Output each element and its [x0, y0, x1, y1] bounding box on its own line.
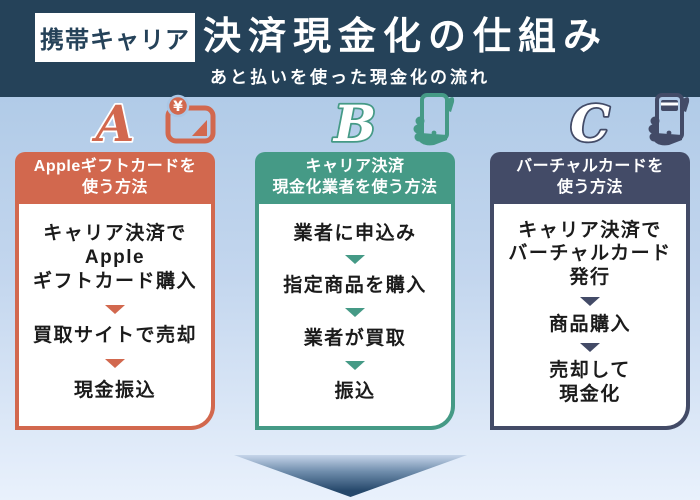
step-arrow-icon — [345, 308, 365, 318]
step-arrow-icon — [345, 255, 365, 265]
step-arrow-icon — [105, 304, 125, 314]
column-letter-a: A — [15, 92, 215, 156]
flow-step: キャリア決済でバーチャルカード発行 — [508, 219, 672, 289]
card-title-line: キャリア決済 — [305, 158, 405, 175]
column-top-row: C — [490, 92, 690, 155]
gift-card-icon: ¥ — [161, 93, 217, 152]
method-column-c: C バーチャルカードを使う方法キャリア決済でバーチャルカード発行商品購入売却して… — [490, 92, 690, 432]
flow-step: 買取サイトで売却 — [32, 325, 197, 347]
card-body: キャリア決済でバーチャルカード発行商品購入売却して現金化 — [490, 203, 690, 430]
header-banner: 携帯キャリア 決済現金化の仕組み あと払いを使った現金化の流れ — [0, 0, 700, 97]
card-title-line: Appleギフトカードを — [33, 158, 197, 175]
step-arrow-icon — [580, 343, 600, 353]
svg-text:B: B — [332, 94, 376, 151]
svg-text:¥: ¥ — [173, 99, 183, 115]
flow-step: 振込 — [334, 380, 376, 402]
hand-phone-card-icon — [642, 91, 692, 152]
hand-phone-icon — [407, 91, 457, 152]
svg-text:A: A — [92, 94, 135, 151]
flow-step: 商品購入 — [548, 313, 631, 335]
flow-step: 現金振込 — [73, 379, 156, 401]
svg-text:C: C — [570, 94, 610, 151]
card-title-line: 使う方法 — [556, 178, 623, 196]
flow-step: 指定商品を購入 — [283, 275, 427, 297]
card-title-line: バーチャルカードを — [516, 158, 664, 175]
column-letter-b: B — [255, 92, 455, 156]
badge-carrier-label: 携帯キャリア — [35, 13, 195, 62]
card-title: キャリア決済現金化業者を使う方法 — [255, 152, 455, 204]
down-arrow — [234, 455, 467, 497]
card-body: 業者に申込み指定商品を購入業者が買取振込 — [255, 203, 455, 430]
column-top-row: A ¥ — [15, 92, 216, 155]
page-subtitle: あと払いを使った現金化の流れ — [210, 68, 490, 87]
card-title: バーチャルカードを使う方法 — [490, 152, 690, 204]
page-title: 決済現金化の仕組み — [203, 16, 609, 58]
flow-step: 業者が買取 — [303, 328, 407, 350]
flow-step: 業者に申込み — [293, 222, 417, 244]
column-letter-c: C — [490, 92, 690, 156]
step-arrow-icon — [345, 360, 365, 370]
step-arrow-icon — [105, 359, 125, 369]
card-title-line: 現金化業者を使う方法 — [272, 178, 438, 196]
column-top-row: B — [255, 92, 455, 155]
card-title: Appleギフトカードを使う方法 — [15, 152, 215, 204]
flow-step: 売却して現金化 — [549, 360, 631, 405]
method-column-b: B キャリア決済現金化業者を使う方法業者に申込み指定商品を購入業者が買取振込 — [255, 92, 455, 432]
card-title-line: 使う方法 — [81, 178, 148, 196]
step-arrow-icon — [580, 296, 600, 306]
